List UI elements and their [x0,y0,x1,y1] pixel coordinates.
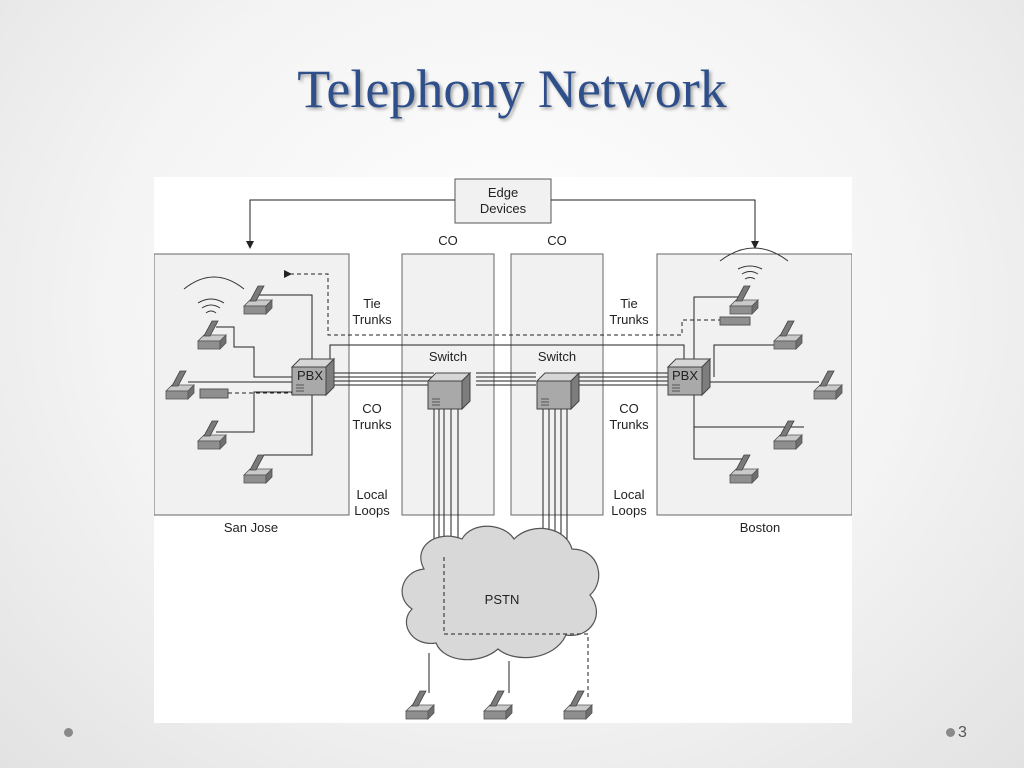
tie-trunks-right-2: Trunks [609,312,649,327]
pstn-cloud [401,525,600,661]
switch-right-label: Switch [538,349,576,364]
left-bullet-dot [64,728,73,737]
page-number: 3 [958,724,967,741]
pbx-boston: PBX [667,358,711,396]
co-right-label: CO [547,233,567,248]
co-trunks-left-1: CO [362,401,382,416]
site-boston-label: Boston [740,520,780,535]
local-loops-left-1: Local [356,487,387,502]
right-bullet-dot [946,728,955,737]
local-loops-right-2: Loops [611,503,647,518]
tie-trunks-right-1: Tie [620,296,638,311]
tie-trunks-left-1: Tie [363,296,381,311]
switch-left-label: Switch [429,349,467,364]
slide-title: Telephony Network [297,59,727,119]
co-trunks-right-1: CO [619,401,639,416]
pbx-boston-label: PBX [672,368,698,383]
boston-modem [719,316,751,326]
edge-devices-label-1: Edge [488,185,518,200]
edge-devices-box [454,178,552,224]
pbx-san-jose-label: PBX [297,368,323,383]
co-trunks-right-2: Trunks [609,417,649,432]
site-san-jose-label: San Jose [224,520,278,535]
local-loops-left-2: Loops [354,503,390,518]
pbx-san-jose: PBX [291,358,335,396]
modem-device [199,388,229,399]
edge-devices-label-2: Devices [480,201,527,216]
co-trunks-left-2: Trunks [352,417,392,432]
co-left-label: CO [438,233,458,248]
local-loops-right-1: Local [613,487,644,502]
telephony-network-diagram: Edge Devices CO CO [153,177,853,723]
pstn-label: PSTN [485,592,520,607]
tie-trunks-left-2: Trunks [352,312,392,327]
